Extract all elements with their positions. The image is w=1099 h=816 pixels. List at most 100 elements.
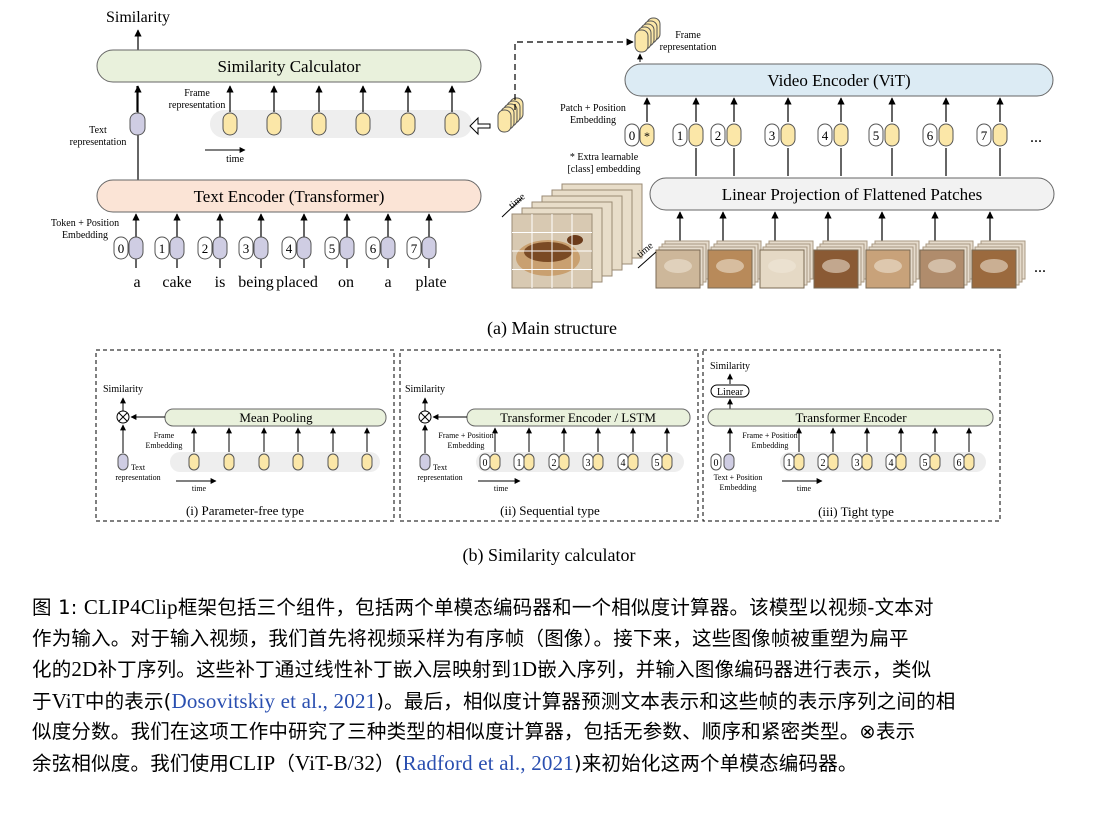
video-frame-stack [511,183,643,289]
token-index-box [154,236,170,260]
panel-i-time: time [192,484,207,493]
sub-text-token [723,453,735,471]
sub-frame-token [827,453,839,471]
sub-frame-token [188,453,200,471]
token-index-box [238,236,254,260]
image-patch [813,249,859,289]
patch-index: 7 [981,128,988,143]
text-token [421,236,437,260]
panel-sequential [399,349,699,522]
caption-line-5: 似度分数。我们在这项工作中研究了三种类型的相似度计算器，包括无参数、顺序和紧密类… [32,720,916,743]
caption-line-2: 作为输入。对于输入视频，我们首先将视频采样为有序帧（图像）。接下来，这些图像帧被… [32,626,909,650]
sub-index: 3 [855,458,860,469]
patch-token [938,123,954,147]
word-token: being [238,274,274,291]
sub-frame-token [861,453,873,471]
sub-index: 2 [821,458,826,469]
panel-iii-time: time [797,484,812,493]
similarity-output-label: Similarity [106,9,170,26]
text-token [128,236,144,260]
panel-iii-content: Similarity Linear Transformer Encoder Fr… [707,361,994,519]
sub-index: 4 [621,458,626,469]
sub-frame-token [558,453,570,471]
main-structure-caption: (a) Main structure [487,318,617,339]
text-encoder-box [96,179,482,213]
frame-token [266,112,282,136]
text-token [169,236,185,260]
token-index-box [324,236,340,260]
linear-projection-label: Linear Projection of Flattened Patches [722,185,983,204]
sub-frame-token [895,453,907,471]
token-index: 4 [286,241,293,256]
panel-ii-encoder: Transformer Encoder / LSTM [500,410,656,425]
patch-index: 1 [677,128,684,143]
similarity-calculator-caption: (b) Similarity calculator [463,545,636,566]
patch-index: 4 [822,128,829,143]
ellipsis-top: ... [1030,129,1042,146]
sub-frame-token [523,453,535,471]
caption-line-4: 于ViT中的表示(Dosovitskiy et al., 2021)。最后，相似… [32,688,956,713]
sub-frame-token [292,453,304,471]
patch-index: 3 [769,128,776,143]
text-token [253,236,269,260]
panel-parameter-free [95,349,395,522]
sub-frame-token [661,453,673,471]
caption-line-6: 余弦相似度。我们使用CLIP（ViT-B/32）(Radford et al.,… [32,750,858,775]
token-index: 6 [370,241,377,256]
patch-token [726,123,742,147]
patch-index: 0 [629,128,636,143]
panel-ii-similarity: Similarity [405,384,445,395]
panel-ii-caption: (ii) Sequential type [500,503,600,518]
token-index-box [365,236,381,260]
panel-ii-content: Similarity Transformer Encoder / LSTM Fr… [405,384,691,518]
panel-iii-encoder: Transformer Encoder [795,410,907,425]
token-index-box [197,236,213,260]
patch-index: 2 [715,128,722,143]
sub-frame-token [258,453,270,471]
word-token: is [215,274,226,291]
panel-i-caption: (i) Parameter-free type [186,503,304,518]
patch-index: 6 [927,128,934,143]
video-encoder-label: Video Encoder (ViT) [767,71,910,90]
token-index-box [281,236,297,260]
frame-token [444,112,460,136]
patch-token [780,123,796,147]
token-index: 1 [159,241,166,256]
caption-line-3: 化的2D补丁序列。这些补丁通过线性补丁嵌入层映射到1D嵌入序列，并输入图像编码器… [32,657,932,681]
patch-index: 5 [873,128,880,143]
ellipsis-bottom: ... [1034,259,1046,276]
word-token: plate [415,274,446,291]
sub-frame-token [223,453,235,471]
frame-token [311,112,327,136]
sub-frame-token [929,453,941,471]
token-index: 2 [202,241,209,256]
sub-frame-token [963,453,975,471]
text-token [212,236,228,260]
token-index: 7 [411,241,418,256]
linear-projection-box [649,177,1055,211]
panel-i-similarity: Similarity [103,384,143,395]
text-token [339,236,355,260]
class-note: * Extra learnable[class] embedding [567,152,640,175]
citation-radford[interactable]: Radford et al., 2021 [402,750,574,775]
citation-dosovitskiy[interactable]: Dosovitskiy et al., 2021 [171,688,377,713]
frame-token [400,112,416,136]
frame-stack-icon-left [497,97,524,133]
caption-line-1: 图 1: CLIP4Clip框架包括三个组件，包括两个单模态编码器和一个相似度计… [32,595,934,619]
word-token: cake [162,274,191,291]
similarity-calculator-box [96,49,482,83]
sub-frame-token [361,453,373,471]
sub-index: 1 [517,458,522,469]
token-index: 5 [329,241,336,256]
figure-caption: 图 1: CLIP4Clip框架包括三个组件，包括两个单模态编码器和一个相似度计… [32,592,1072,779]
similarity-calculator-label: Similarity Calculator [217,57,360,76]
token-index: 0 [118,241,125,256]
word-token: placed [276,274,318,291]
